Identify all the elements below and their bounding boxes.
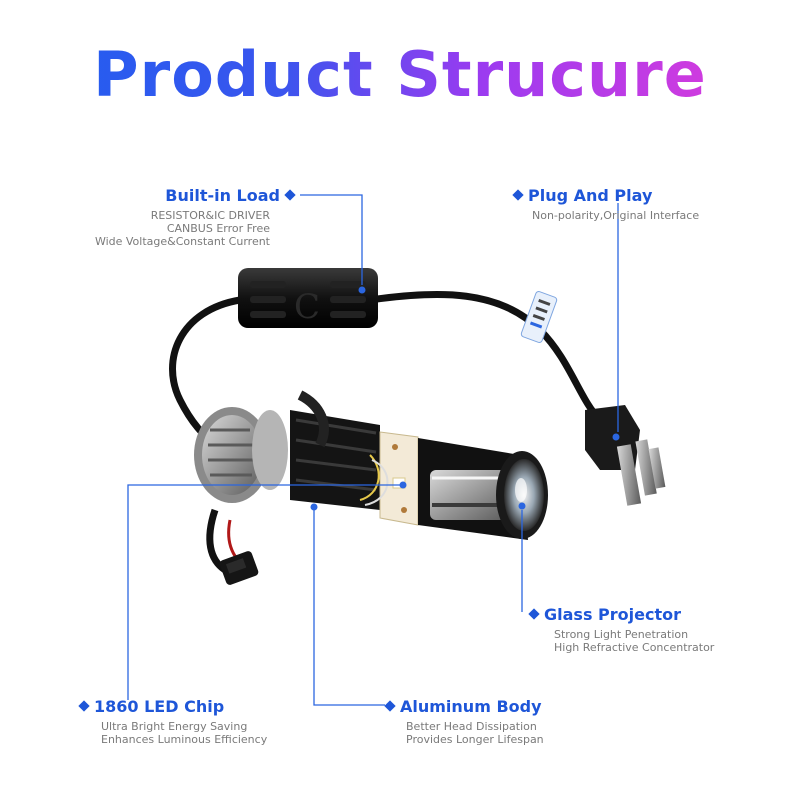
h4-plug [585,405,666,506]
led-board [359,431,419,526]
callout-line: Provides Longer Lifespan [406,733,544,746]
callout-line: Enhances Luminous Efficiency [101,733,268,746]
callout-heading: Built-in Load [165,186,280,205]
callout-line: RESISTOR&IC DRIVER [150,209,270,222]
page-title: Product Strucure [0,38,800,111]
callout-led-chip: 1860 LED Chip Ultra Bright Energy Saving… [74,697,314,746]
diamond-icon [384,699,396,712]
connector-lower [219,551,259,585]
callout-line: Better Head Dissipation [406,720,537,733]
callout-plug-and-play: Plug And Play Non-polarity,Original Inte… [508,186,768,222]
callout-builtin-load: Built-in Load RESISTOR&IC DRIVER CANBUS … [60,186,300,248]
callout-glass-projector: Glass Projector Strong Light Penetration… [524,605,784,654]
diamond-icon [78,699,90,712]
callout-line: Ultra Bright Energy Saving [101,720,248,733]
callout-aluminum-body: Aluminum Body Better Head Dissipation Pr… [380,697,640,746]
diamond-icon [528,607,540,620]
callout-heading: Aluminum Body [400,697,542,716]
svg-text:C: C [294,287,320,327]
callout-heading: Glass Projector [544,605,681,624]
callout-line: Strong Light Penetration [554,628,689,641]
callout-line: High Refractive Concentrator [554,641,715,654]
callout-line: CANBUS Error Free [166,222,270,235]
fan-heatsink [194,407,288,503]
callout-heading: 1860 LED Chip [94,697,225,716]
callout-heading: Plug And Play [528,186,653,205]
projector-lens [496,451,548,539]
callout-line: Wide Voltage&Constant Current [94,235,270,248]
callout-lines [127,194,620,706]
cable-tag [520,291,558,343]
diamond-icon [512,188,524,201]
driver-box: C [238,268,378,328]
cable-right [369,290,603,423]
callout-line: Non-polarity,Original Interface [532,209,700,222]
aluminum-body [290,390,380,510]
diamond-icon [284,188,296,201]
